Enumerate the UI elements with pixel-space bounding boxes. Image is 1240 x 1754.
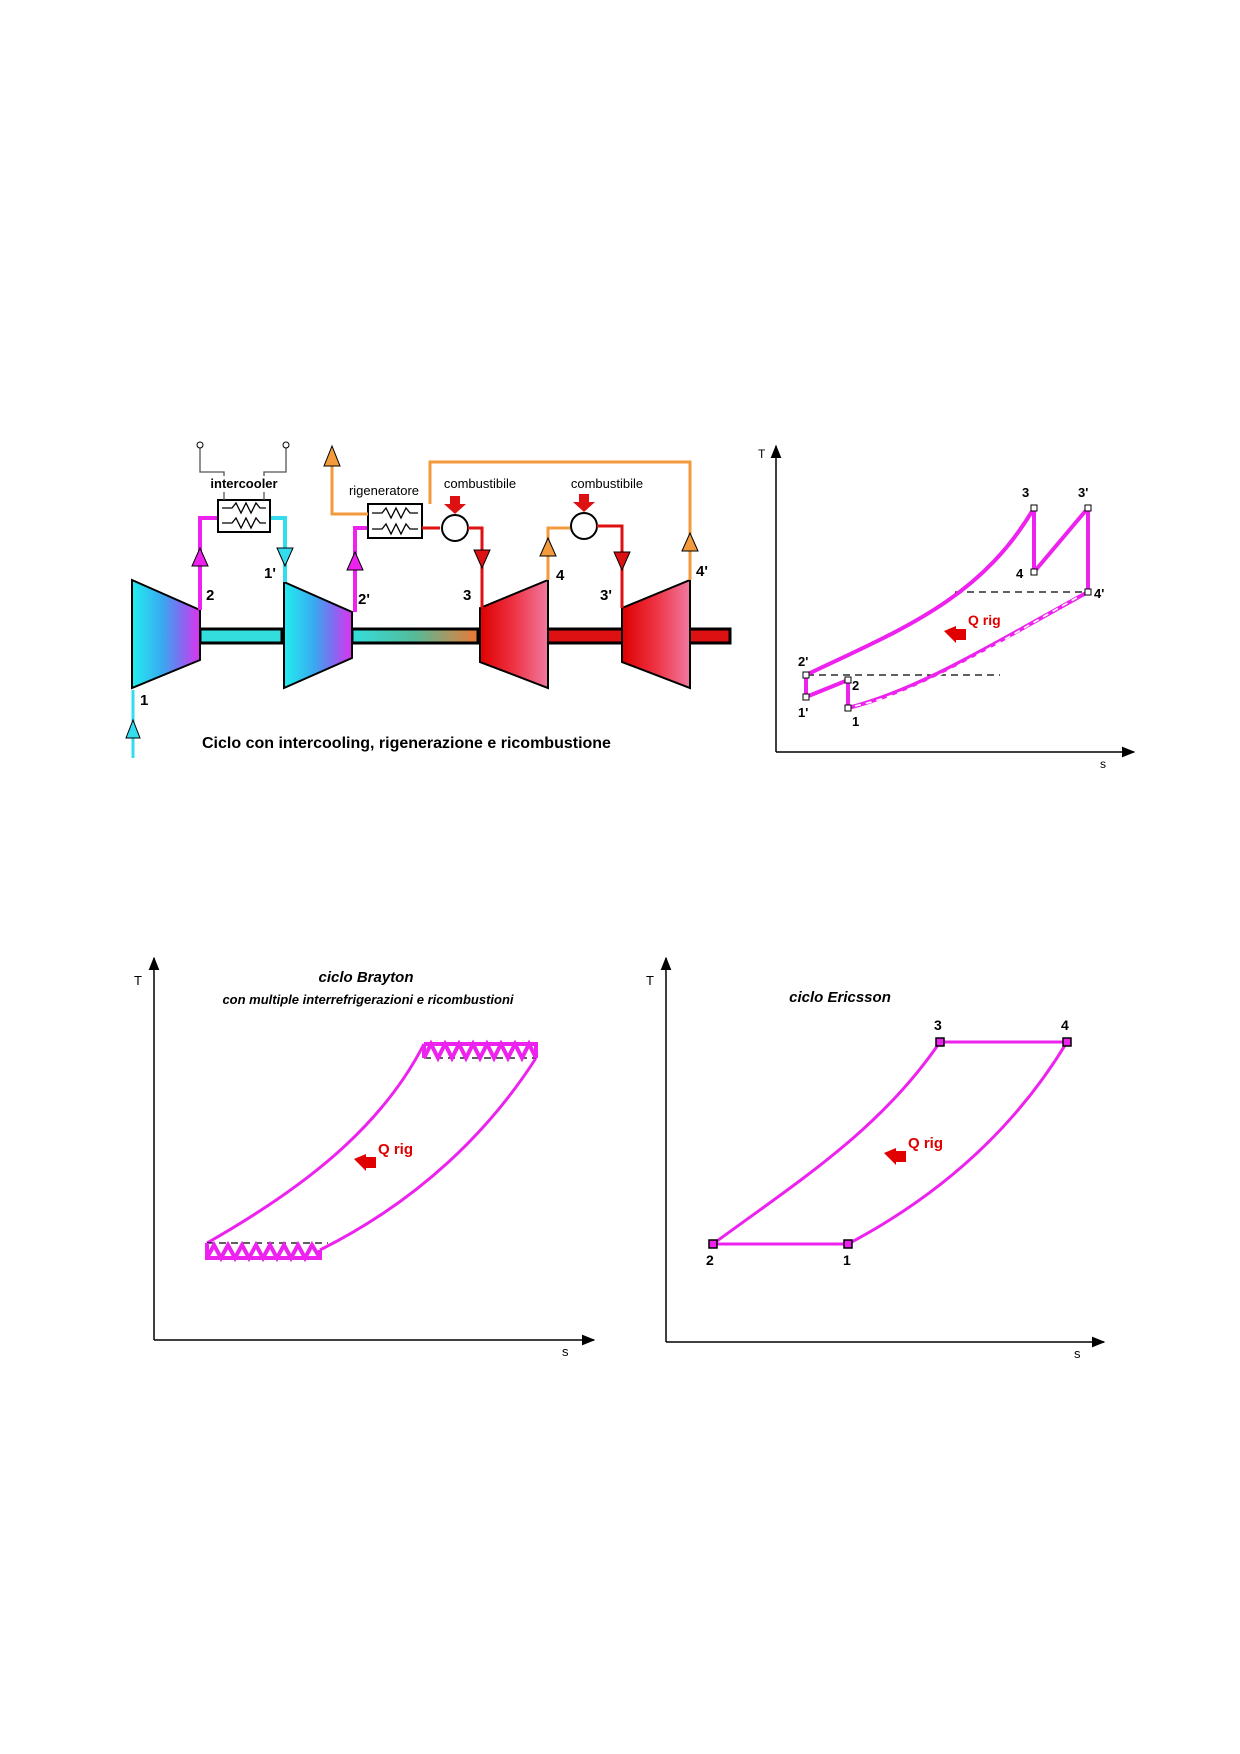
ericsson-point-1 — [843, 1239, 853, 1249]
brayton-subtitle: con multiple interrefrigerazioni e ricom… — [222, 992, 513, 1007]
turbine-low-pressure — [621, 578, 691, 690]
brayton-compression-curve — [206, 1043, 426, 1245]
regenerator-label: rigeneratore — [349, 483, 419, 498]
brayton-axis-t: T — [134, 973, 142, 988]
inlet-arrow — [125, 718, 141, 739]
station-label-4p: 4' — [696, 563, 708, 580]
ts-diagram-ericsson: T s ciclo Ericsson 1 2 3 4 Q rig — [646, 956, 1106, 1361]
station-label-2p: 2' — [358, 591, 370, 608]
flow-arrow-1p — [276, 547, 294, 568]
ts-main-point-4p — [1084, 588, 1092, 596]
ts-diagram-brayton: T s ciclo Brayton con multiple interrefr… — [134, 956, 596, 1359]
ericsson-heat-arrow — [884, 1148, 906, 1165]
ts-main-point-4 — [1030, 568, 1038, 576]
ts-main-label-1p: 1' — [798, 705, 808, 720]
brayton-axis-s: s — [562, 1344, 569, 1359]
ts-main-axis-t: T — [758, 447, 766, 461]
ts-main-label-2: 2 — [852, 678, 859, 693]
exhaust-arrow — [323, 444, 341, 467]
ericsson-label-3: 3 — [934, 1017, 942, 1033]
flow-arrow-2 — [191, 546, 209, 567]
station-label-3p: 3' — [600, 587, 612, 604]
brayton-heat-label: Q rig — [378, 1141, 413, 1158]
ts-main-point-3 — [1030, 504, 1038, 512]
ericsson-axis-s: s — [1074, 1346, 1081, 1361]
ericsson-point-2 — [708, 1239, 718, 1249]
ts-main-point-1p — [802, 693, 810, 701]
station-label-3: 3 — [463, 587, 471, 604]
ts-diagram-main: T s 1 2 1' 2' 3 4 3' 4' Q rig — [758, 444, 1136, 771]
plant-schematic: intercooler rigeneratore combustibile co… — [125, 441, 732, 758]
ericsson-heat-label: Q rig — [908, 1135, 943, 1152]
ericsson-label-2: 2 — [706, 1252, 714, 1268]
shaft-3 — [543, 627, 625, 645]
station-label-2: 2 — [206, 587, 214, 604]
shaft-1 — [198, 627, 284, 645]
intercooler-box — [217, 499, 271, 533]
compressor-low-pressure — [131, 578, 201, 690]
ericsson-label-4: 4 — [1061, 1017, 1069, 1033]
ts-main-point-2p — [802, 671, 810, 679]
brayton-intercooling-zigzag — [205, 1240, 322, 1263]
brayton-title: ciclo Brayton — [318, 969, 413, 986]
compressor-high-pressure — [283, 580, 353, 690]
ts-main-heat-label: Q rig — [968, 612, 1001, 628]
schematic-caption: Ciclo con intercooling, rigenerazione e … — [202, 735, 611, 752]
ericsson-label-1: 1 — [843, 1252, 851, 1268]
flow-arrow-4p — [681, 531, 699, 552]
combustor-2 — [570, 512, 598, 540]
ts-main-label-2p: 2' — [798, 654, 808, 669]
ericsson-point-4 — [1062, 1037, 1072, 1047]
ts-main-heat-arrow — [944, 626, 966, 643]
fuel-2-label: combustibile — [571, 476, 643, 491]
ts-main-label-1: 1 — [852, 714, 859, 729]
shaft-2 — [350, 627, 480, 645]
ericsson-cycle — [711, 1040, 1069, 1246]
ts-main-axis-s: s — [1100, 757, 1106, 771]
ericsson-axis-t: T — [646, 973, 654, 988]
ts-main-label-3: 3 — [1022, 485, 1029, 500]
shaft-4 — [686, 627, 732, 645]
brayton-heat-arrow — [354, 1154, 376, 1171]
flow-arrow-3p — [613, 551, 631, 572]
ts-main-point-1 — [844, 704, 852, 712]
ts-main-label-3p: 3' — [1078, 485, 1088, 500]
brayton-expansion-curve — [319, 1057, 538, 1252]
station-label-1: 1 — [140, 692, 148, 709]
ericsson-point-3 — [935, 1037, 945, 1047]
ts-main-point-2 — [844, 676, 852, 684]
ts-main-label-4: 4 — [1016, 566, 1024, 581]
ts-main-point-3p — [1084, 504, 1092, 512]
fuel-2-arrow — [573, 494, 595, 512]
flow-arrow-2p — [346, 550, 364, 571]
ts-main-label-4p: 4' — [1094, 586, 1104, 601]
intercooler-label: intercooler — [210, 476, 277, 491]
station-label-4: 4 — [556, 567, 565, 584]
flow-arrow-4 — [539, 536, 557, 557]
turbine-high-pressure — [479, 578, 549, 690]
flow-arrow-3 — [473, 549, 491, 570]
combustor-1 — [441, 514, 469, 542]
fuel-1-arrow — [444, 496, 466, 514]
ericsson-title: ciclo Ericsson — [789, 989, 891, 1006]
station-label-1p: 1' — [264, 565, 276, 582]
fuel-1-label: combustibile — [444, 476, 516, 491]
brayton-reheat-zigzag — [422, 1039, 538, 1063]
